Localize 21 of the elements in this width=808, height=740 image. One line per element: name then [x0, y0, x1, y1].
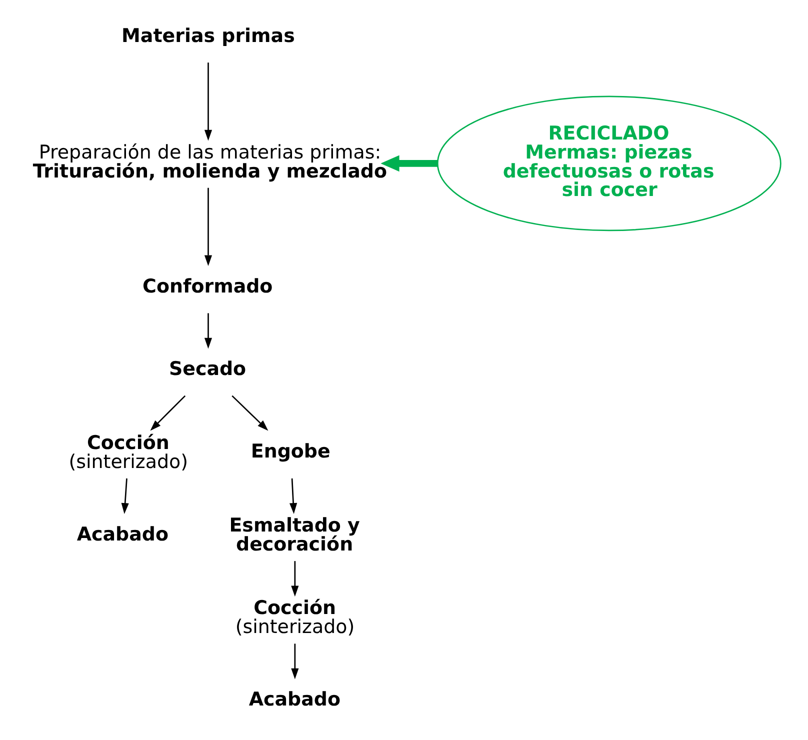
- arrow: [291, 561, 299, 597]
- node-ellipse: RECICLADO Mermas: piezas defectuosas o rotas sin cocer: [436, 96, 782, 232]
- arrow: [204, 62, 212, 141]
- node-text: Cocción (sinterizado): [235, 597, 355, 638]
- node-text: Conformado: [142, 275, 273, 298]
- arrow: [232, 395, 268, 431]
- arrow: [121, 478, 129, 514]
- arrow: [204, 313, 212, 349]
- arrow: [291, 644, 299, 680]
- node-text: Cocción (sinterizado): [68, 432, 188, 473]
- arrow: [289, 478, 298, 514]
- arrow: [380, 155, 438, 172]
- node-text: Acabado: [76, 523, 168, 546]
- arrow: [204, 188, 212, 266]
- node-text: Acabado: [248, 688, 341, 710]
- node-text: Materias primas: [122, 24, 295, 47]
- node-text: Preparación de las materias primas: Trituración, molienda y mezclado: [32, 141, 388, 182]
- arrow: [150, 395, 186, 431]
- node-text: Engobe: [250, 440, 330, 463]
- node-text: Esmaltado y decoración: [229, 514, 360, 556]
- node-text: Secado: [168, 358, 246, 380]
